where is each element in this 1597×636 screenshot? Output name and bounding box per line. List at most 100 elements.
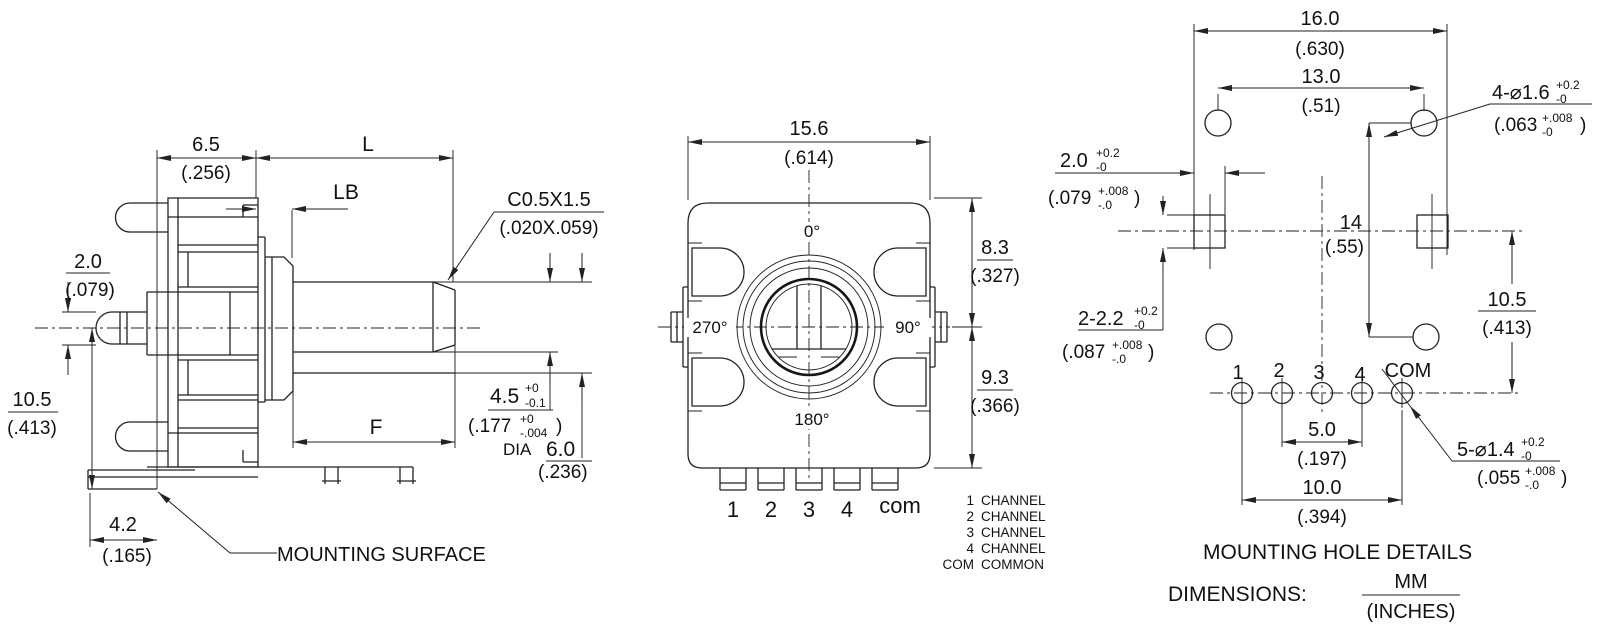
dim-6-5-in: (.256) xyxy=(181,163,231,184)
pin-holes-in-tol-up: +.008 xyxy=(1525,464,1556,478)
pin-label-1: 1 xyxy=(727,497,739,522)
legend-desc-2: CHANNEL xyxy=(981,509,1046,524)
slot-height-in-close: ) xyxy=(1148,342,1154,363)
mounting-surface-label: MOUNTING SURFACE xyxy=(277,544,486,566)
dim-4-2-mm: 4.2 xyxy=(109,514,137,536)
pin-label-com: com xyxy=(879,493,921,518)
legend-desc-1: CHANNEL xyxy=(981,493,1046,508)
dim-9-3-mm: 9.3 xyxy=(981,367,1009,389)
slot-height-mm: 2-2.2 xyxy=(1078,308,1124,330)
legend-pin-com: COM xyxy=(943,557,975,572)
dim-6-5-mm: 6.5 xyxy=(192,134,220,156)
slot-width-in: (.079 xyxy=(1048,188,1091,209)
corner-hole xyxy=(1412,323,1440,351)
slot-height-in-tol-up: +.008 xyxy=(1112,338,1143,352)
front-view-labels: 15.6 (.614) 8.3 (.327) 9.3 (.366) 0° 90°… xyxy=(684,118,1046,572)
mounting-view-dimensions xyxy=(1055,24,1592,505)
dim-4-5-tol-dn: -0.1 xyxy=(525,396,546,410)
slot-height-tol-up: +0.2 xyxy=(1134,304,1158,318)
dim-shaft-length: L xyxy=(362,133,374,156)
dim-4-5-in-close: ) xyxy=(556,416,562,437)
corner-holes-mm: 4-⌀1.6 xyxy=(1492,82,1550,104)
pin-holes-tol-dn: -0 xyxy=(1521,449,1532,463)
dim-2-0-in: (.079) xyxy=(65,280,115,301)
pin-label-4: 4 xyxy=(841,497,853,522)
dim-10-0-mm: 10.0 xyxy=(1303,477,1342,499)
dim-5-0-mm: 5.0 xyxy=(1308,419,1336,441)
chamfer-in: (.020X.059) xyxy=(499,218,598,239)
dim-10-5-in: (.413) xyxy=(7,418,57,439)
pin-holes-in-tol-dn: -.0 xyxy=(1525,478,1539,492)
corner-hole xyxy=(1204,109,1232,137)
pin-label-2: 2 xyxy=(765,497,777,522)
pin-holes-tol-up: +0.2 xyxy=(1521,435,1545,449)
legend-desc-3: CHANNEL xyxy=(981,525,1046,540)
dim-5-0-in: (.197) xyxy=(1297,449,1347,470)
slot-width-tol-dn: -0 xyxy=(1096,160,1107,174)
dim-13-0-in: (.51) xyxy=(1301,96,1340,117)
mounting-view-labels: 16.0 (.630) 13.0 (.51) 4-⌀1.6 +0.2 -0 (.… xyxy=(1048,8,1586,623)
side-view-dimensions xyxy=(8,155,604,554)
dim-4-5-in-tol-dn: -.004 xyxy=(520,426,548,440)
angle-top-label: 0° xyxy=(804,222,820,241)
dim-13-0-mm: 13.0 xyxy=(1302,66,1341,88)
dimensions-label: DIMENSIONS: xyxy=(1168,583,1307,606)
front-view: 15.6 (.614) 8.3 (.327) 9.3 (.366) 0° 90°… xyxy=(658,118,1046,572)
dim-bushing-length: LB xyxy=(333,181,359,204)
pin-legend: 1 CHANNEL 2 CHANNEL 3 CHANNEL 4 CHANNEL … xyxy=(943,493,1047,572)
chamfer-mm: C0.5X1.5 xyxy=(507,189,590,211)
dia-in: (.236) xyxy=(538,462,588,483)
legend-pin-4: 4 xyxy=(966,541,974,556)
dim-16-0-in: (.630) xyxy=(1295,39,1345,60)
legend-desc-4: CHANNEL xyxy=(981,541,1046,556)
side-view-geometry xyxy=(35,150,592,490)
hole-label-4: 4 xyxy=(1354,364,1365,386)
angle-bottom-label: 180° xyxy=(794,410,829,429)
dim-15-6-in: (.614) xyxy=(784,148,834,169)
dim-flat-length: F xyxy=(370,416,383,439)
corner-holes-in-tol-up: +.008 xyxy=(1542,111,1573,125)
slot-width-tol-up: +0.2 xyxy=(1096,146,1120,160)
dim-16-0-mm: 16.0 xyxy=(1301,8,1340,30)
dim-4-5-in-tol-up: +0 xyxy=(520,412,534,426)
pin-label-3: 3 xyxy=(803,497,815,522)
slot-height-tol-dn: -0 xyxy=(1134,318,1145,332)
slot-width-mm: 2.0 xyxy=(1060,150,1088,172)
pin-holes-in-close: ) xyxy=(1561,468,1567,489)
corner-hole xyxy=(1205,323,1233,351)
hole-label-2: 2 xyxy=(1273,360,1284,382)
corner-holes-in-tol-dn: -0 xyxy=(1542,125,1553,139)
legend-pin-3: 3 xyxy=(966,525,974,540)
legend-pin-2: 2 xyxy=(966,509,974,524)
dim-14-mm: 14 xyxy=(1340,212,1362,234)
hole-label-com: COM xyxy=(1385,360,1432,382)
terminal-holes xyxy=(1230,378,1414,408)
hole-label-3: 3 xyxy=(1313,362,1324,384)
dim-15-6-mm: 15.6 xyxy=(790,118,829,140)
legend-pin-1: 1 xyxy=(966,493,974,508)
pin-holes-mm: 5-⌀1.4 xyxy=(1457,439,1515,461)
dim-2-0-mm: 2.0 xyxy=(74,251,102,273)
slot-width-in-tol-up: +.008 xyxy=(1098,184,1129,198)
angle-right-label: 90° xyxy=(895,318,921,337)
mounting-view-title: MOUNTING HOLE DETAILS xyxy=(1203,541,1472,564)
dia-mm: 6.0 xyxy=(546,438,575,461)
slot-height-in-tol-dn: -.0 xyxy=(1112,352,1126,366)
units-mm: MM xyxy=(1394,571,1427,593)
dia-label: DIA xyxy=(503,440,532,459)
dim-10-0-in: (.394) xyxy=(1297,507,1347,528)
units-inches: (INCHES) xyxy=(1367,601,1456,623)
slot-height-in: (.087 xyxy=(1062,342,1105,363)
angle-left-label: 270° xyxy=(692,318,727,337)
slot-width-in-tol-dn: -.0 xyxy=(1098,198,1112,212)
dim-4-2-in: (.165) xyxy=(102,546,152,567)
dim-8-3-mm: 8.3 xyxy=(981,237,1009,259)
dim-9-3-in: (.366) xyxy=(970,396,1020,417)
legend-desc-com: COMMON xyxy=(981,557,1044,572)
pin-holes-in: (.055 xyxy=(1477,468,1520,489)
dim-4-5-mm: 4.5 xyxy=(490,385,519,408)
dim-10-5-mm: 10.5 xyxy=(1488,289,1527,311)
dim-14-in: (.55) xyxy=(1325,237,1364,258)
